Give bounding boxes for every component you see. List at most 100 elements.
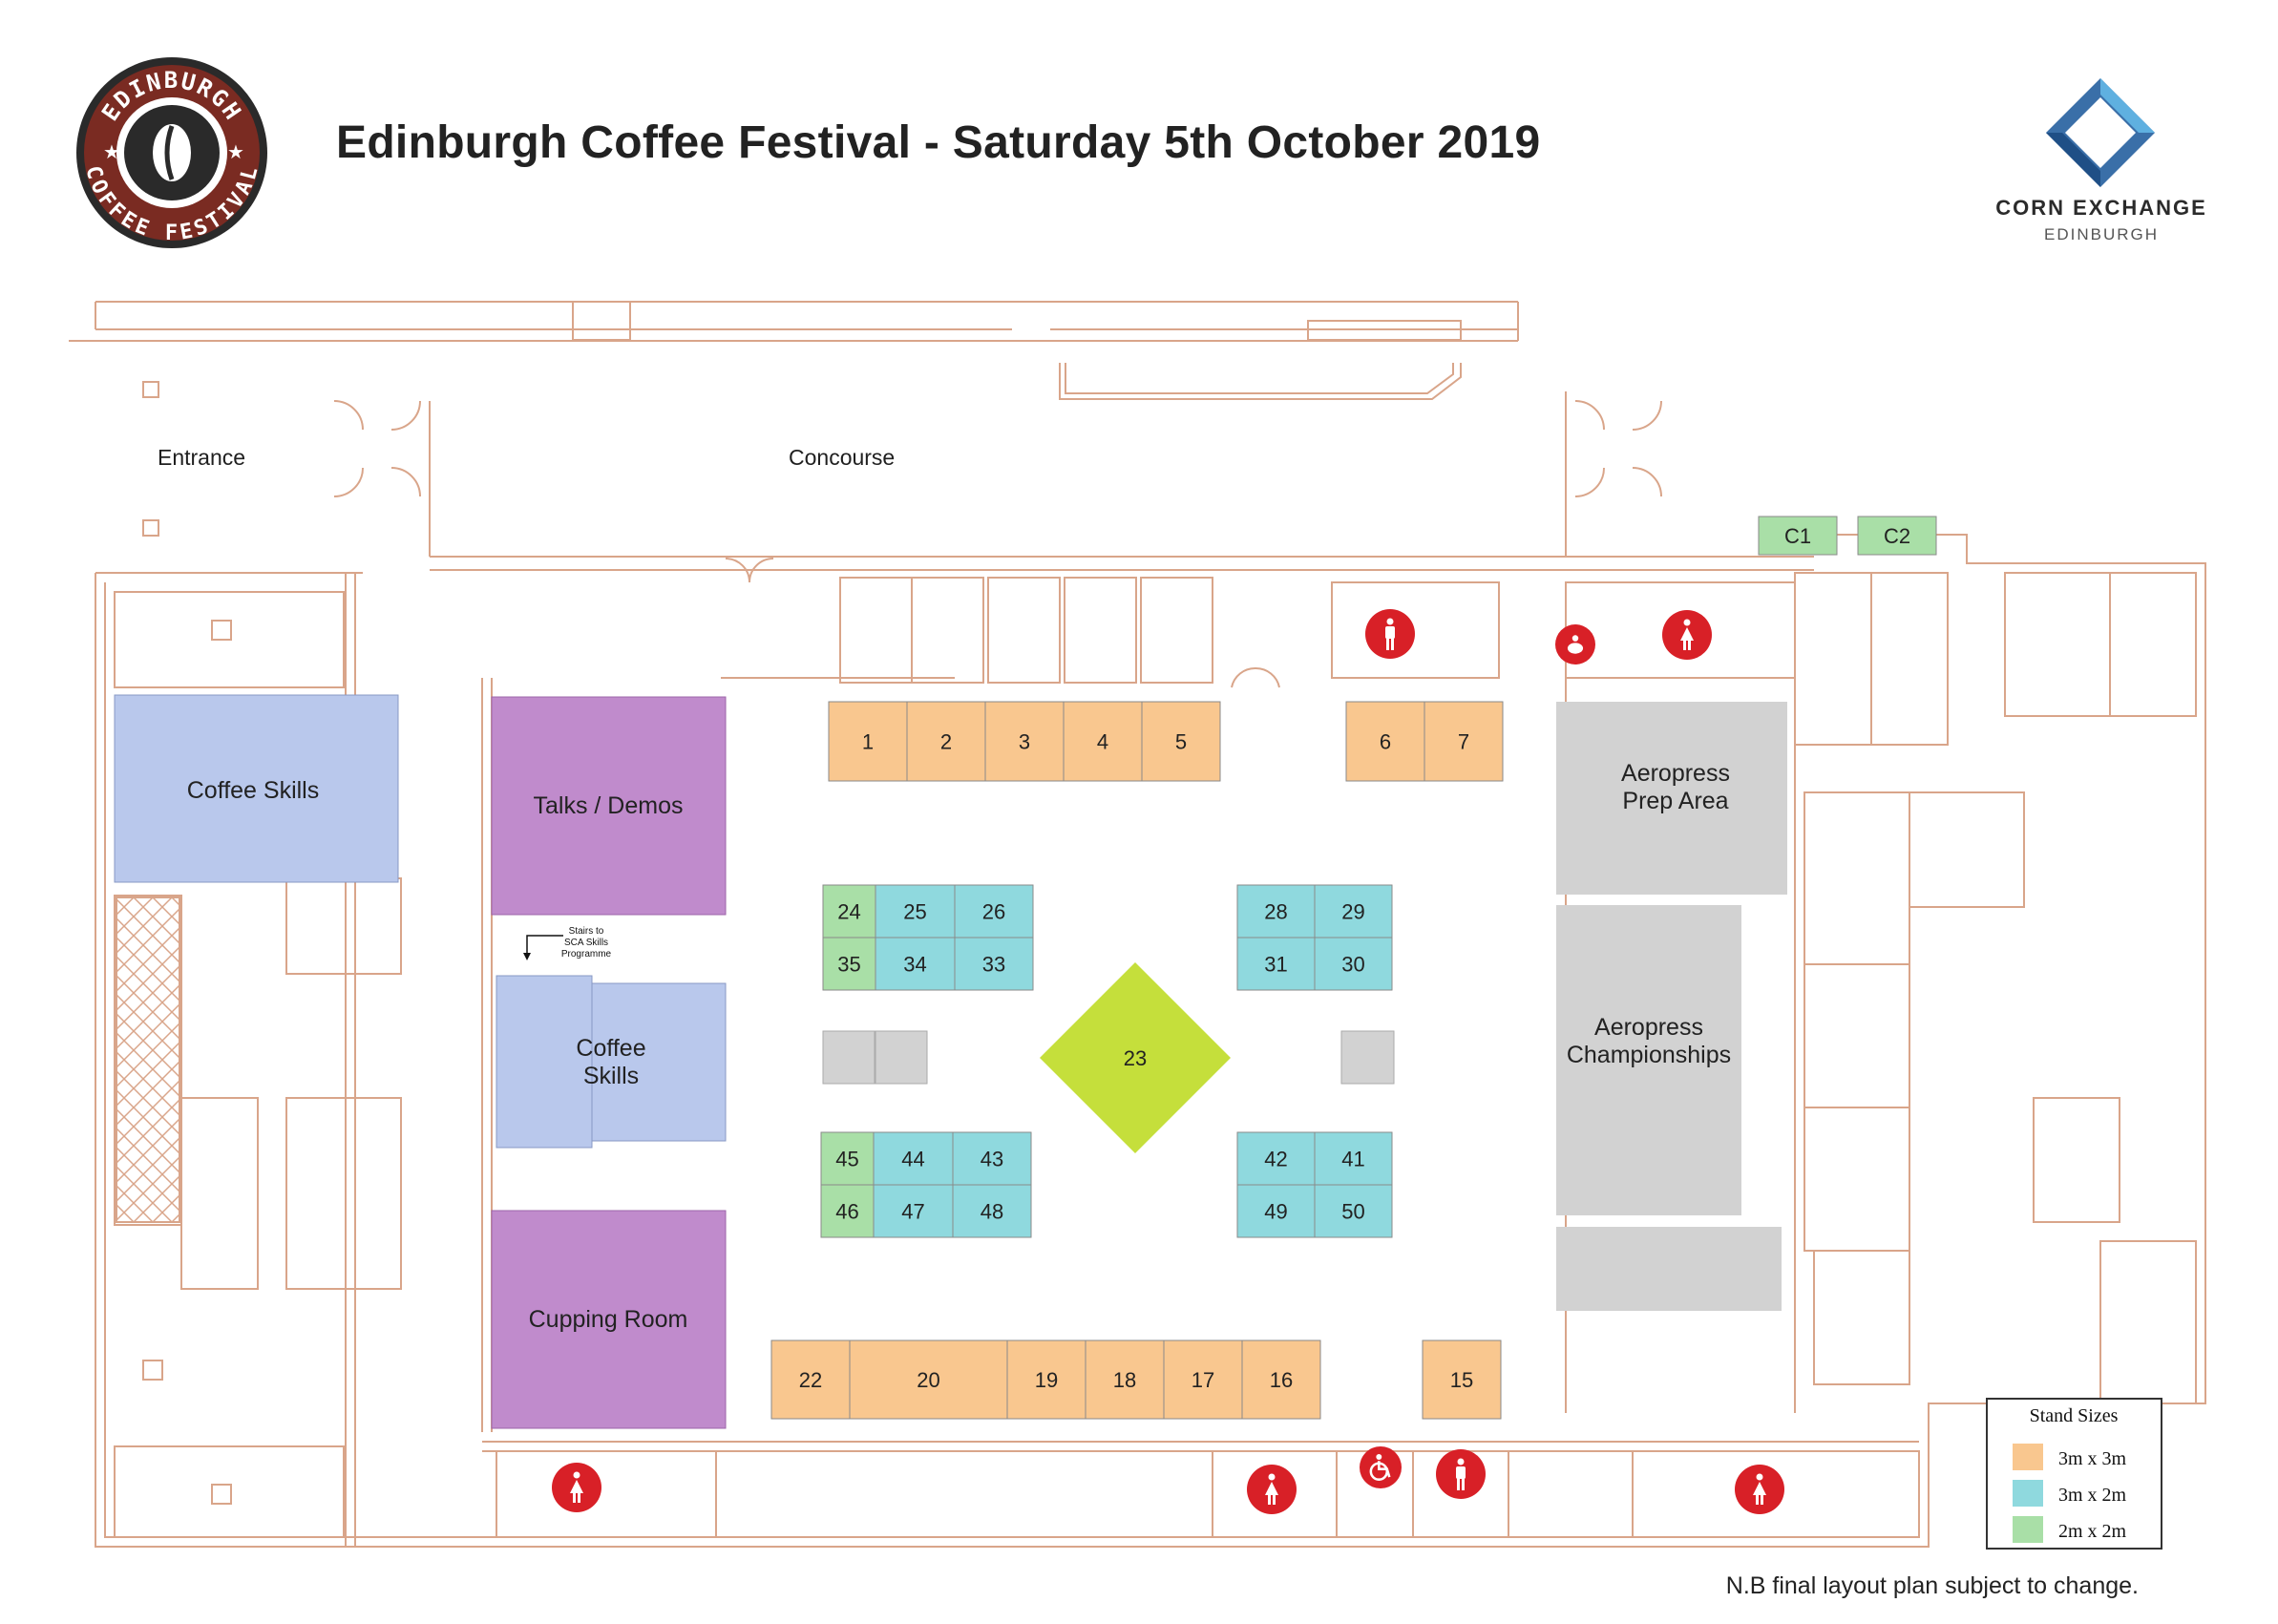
stand-label: 30: [1341, 953, 1364, 977]
legend-item: 3m x 2m: [2013, 1480, 2127, 1507]
stand-label: 49: [1264, 1200, 1287, 1224]
stand-47: 47: [873, 1184, 954, 1238]
venue-name: CORN EXCHANGE: [1995, 196, 2207, 220]
stand-shape: [1040, 962, 1231, 1153]
stand-label: 19: [1035, 1368, 1058, 1392]
stand-shape: [1241, 1339, 1321, 1420]
stand-45: 45: [820, 1131, 875, 1186]
stand-label: 33: [982, 953, 1005, 977]
stand-label: 15: [1450, 1368, 1473, 1392]
stand-34: 34: [875, 937, 956, 991]
stand-shape: [1236, 937, 1316, 991]
stand-24: 24: [822, 884, 876, 939]
stand-label: 34: [903, 953, 926, 977]
stand-label: C2: [1884, 524, 1910, 548]
festival-logo: ★ ★ EDINBURGH COFFEE FESTIVAL: [76, 57, 267, 248]
stand-3: 3: [984, 701, 1065, 782]
stand-label: 42: [1264, 1148, 1287, 1171]
stand-22: 22: [770, 1339, 851, 1420]
stand-42: 42: [1236, 1131, 1316, 1186]
stand-35: 35: [822, 937, 876, 991]
stand-18: 18: [1085, 1339, 1165, 1420]
stand-shape: [1006, 1339, 1086, 1420]
stand-label: 29: [1341, 900, 1364, 924]
svg-text:Stairs to: Stairs to: [569, 926, 604, 937]
zone-aeropress-prep: Aeropress Prep Area: [1556, 702, 1787, 895]
stand-30: 30: [1314, 937, 1393, 991]
legend-item: 2m x 2m: [2013, 1516, 2127, 1543]
stand-label: 20: [917, 1368, 939, 1392]
stand-label: 3: [1019, 730, 1030, 754]
legend-item: 3m x 3m: [2013, 1444, 2127, 1470]
stand-shape: [1085, 1339, 1165, 1420]
stand-label: 43: [981, 1148, 1003, 1171]
stand-label: 47: [901, 1200, 924, 1224]
stand-shape: [873, 1184, 954, 1238]
female-toilet-icon: [1735, 1465, 1784, 1514]
stand-label: 48: [981, 1200, 1003, 1224]
stand-shape: [1163, 1339, 1243, 1420]
stand-33: 33: [954, 937, 1034, 991]
stand-25: 25: [875, 884, 956, 939]
layout-note: N.B final layout plan subject to change.: [1725, 1572, 2139, 1599]
stand-shape: [1422, 1339, 1502, 1420]
stand-shape: [1314, 937, 1393, 991]
stand-label: 44: [901, 1148, 924, 1171]
stand-43: 43: [952, 1131, 1032, 1186]
stand-29: 29: [1314, 884, 1393, 939]
stand-label: 22: [799, 1368, 822, 1392]
legend-title: Stand Sizes: [2030, 1405, 2119, 1426]
svg-text:Talks / Demos: Talks / Demos: [534, 792, 684, 819]
facilities-layer: [552, 609, 1784, 1514]
stand-20: 20: [849, 1339, 1008, 1420]
grey-block: [822, 1030, 875, 1085]
stand-shape: [1758, 516, 1838, 556]
stand-shape: [906, 701, 986, 782]
stand-46: 46: [820, 1184, 875, 1238]
stand-shape: [1424, 701, 1504, 782]
stand-shape: [849, 1339, 1008, 1420]
stand-size-legend: Stand Sizes 3m x 3m 3m x 2m 2m x 2m: [1986, 1398, 2162, 1550]
stand-shape: [1857, 516, 1937, 556]
stand-23: 23: [1040, 962, 1231, 1153]
stand-label: 35: [837, 953, 860, 977]
svg-text:★: ★: [103, 140, 120, 163]
stand-26: 26: [954, 884, 1034, 939]
stand-label: 28: [1264, 900, 1287, 924]
stand-shape: [1314, 1131, 1393, 1186]
stand-label: 1: [862, 730, 874, 754]
stand-label: 41: [1341, 1148, 1364, 1171]
stand-shape: [820, 1184, 875, 1238]
venue-city: EDINBURGH: [2043, 225, 2159, 243]
female-toilet-icon: [1247, 1465, 1297, 1514]
svg-text:Championships: Championships: [1567, 1042, 1731, 1068]
page-title: Edinburgh Coffee Festival - Saturday 5th…: [336, 117, 1541, 168]
stand-49: 49: [1236, 1184, 1316, 1238]
stand-50: 50: [1314, 1184, 1393, 1238]
stand-shape: [954, 884, 1034, 939]
corn-exchange-logo-icon: [2046, 78, 2155, 187]
zone-coffee-skills-2: Coffee Skills: [496, 975, 727, 1149]
stand-shape: [1063, 701, 1143, 782]
stand-shape: [1141, 701, 1221, 782]
stand-19: 19: [1006, 1339, 1086, 1420]
stand-shape: [1236, 1184, 1316, 1238]
accessible-toilet-icon: [1360, 1446, 1402, 1488]
grey-block: [875, 1030, 928, 1085]
stand-shape: [1314, 1184, 1393, 1238]
legend-label: 2m x 2m: [2058, 1521, 2127, 1542]
stand-48: 48: [952, 1184, 1032, 1238]
svg-text:Aeropress: Aeropress: [1594, 1014, 1703, 1041]
stand-c2: C2: [1857, 516, 1937, 556]
stand-label: 23: [1124, 1046, 1147, 1070]
stand-label: 7: [1458, 730, 1469, 754]
legend-swatch: [2013, 1480, 2043, 1507]
legend-swatch: [2013, 1516, 2043, 1543]
stand-1: 1: [828, 701, 908, 782]
svg-text:★: ★: [227, 140, 244, 163]
svg-text:Coffee: Coffee: [576, 1035, 645, 1062]
stand-7: 7: [1424, 701, 1504, 782]
stand-label: 5: [1175, 730, 1187, 754]
